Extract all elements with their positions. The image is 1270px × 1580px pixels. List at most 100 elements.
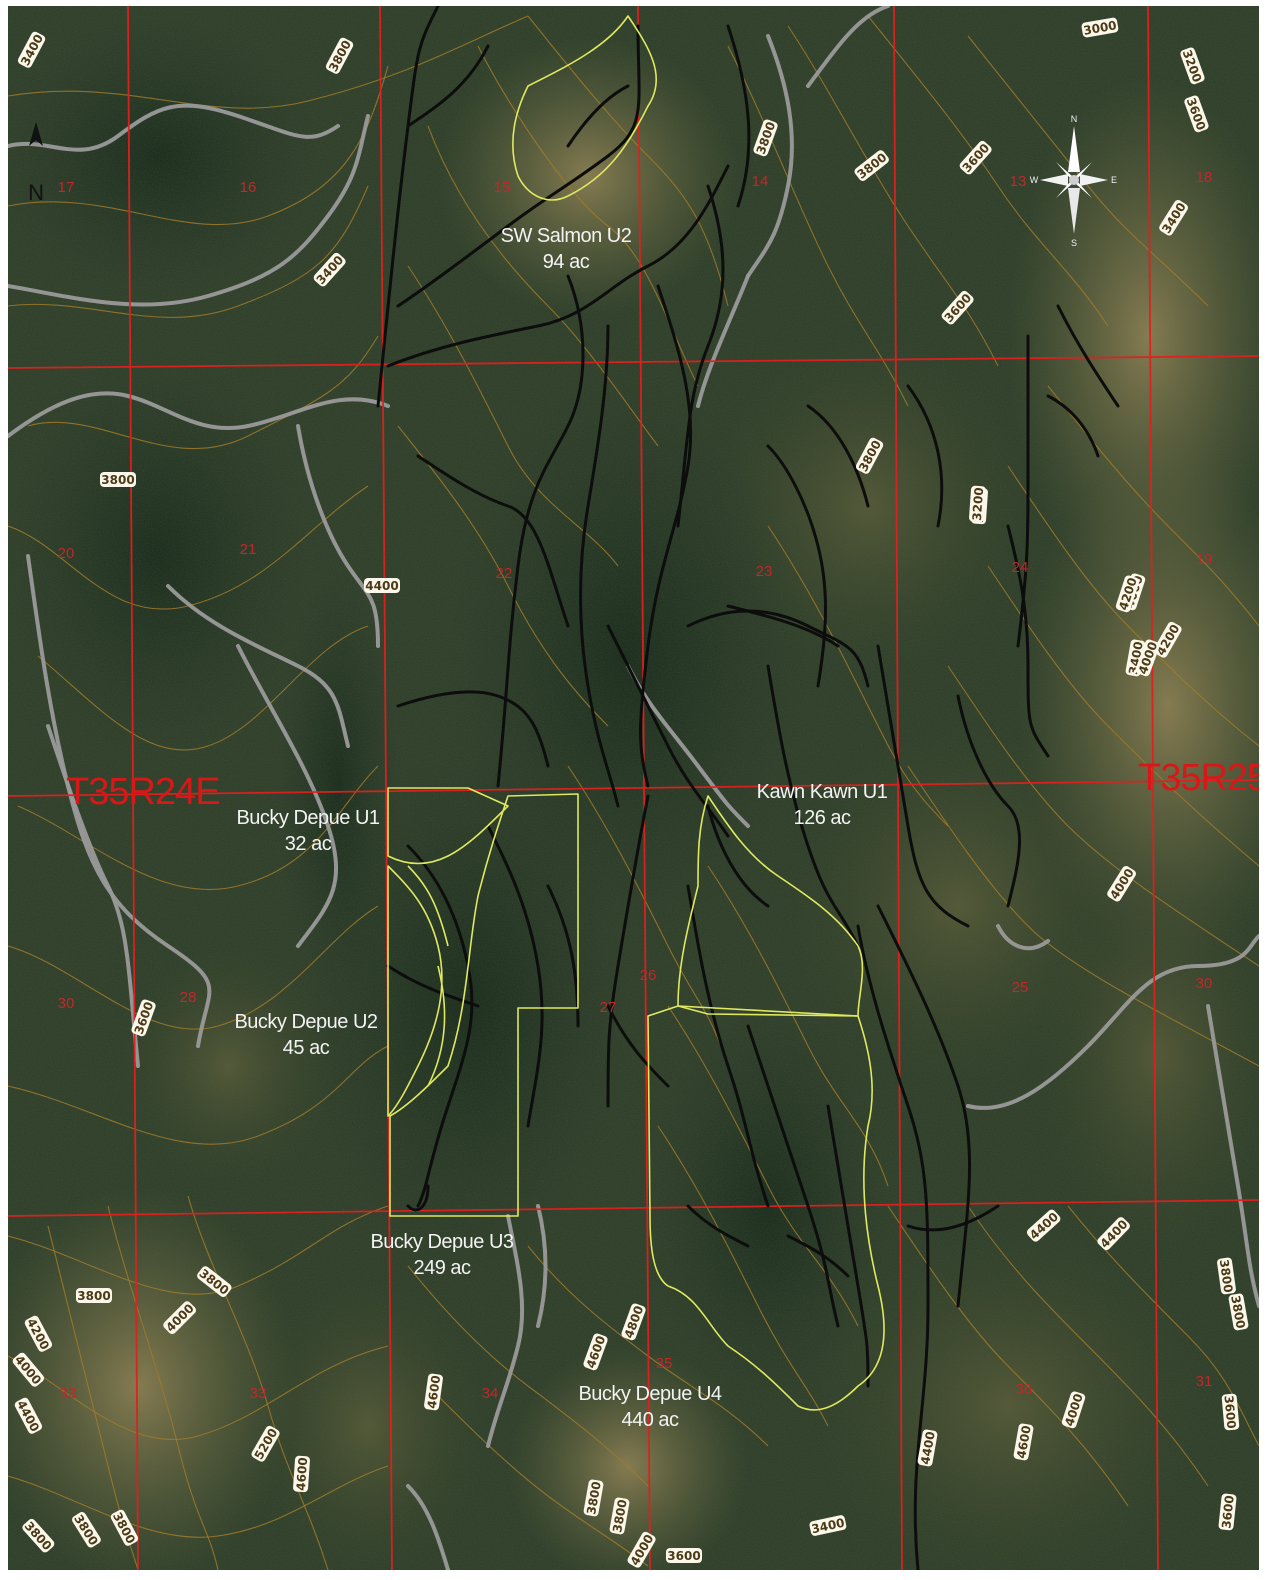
elevation-value: 3800 xyxy=(610,1498,630,1533)
svg-text:Bucky Depue U4: Bucky Depue U4 xyxy=(578,1383,721,1405)
elevation-label-bg xyxy=(251,1425,280,1462)
elevation-label-bg xyxy=(583,1479,604,1517)
section-grid xyxy=(8,6,1259,1570)
unit-label-sw-salmon-u2[interactable]: SW Salmon U2 94 ac xyxy=(501,225,633,273)
aerial-map[interactable]: T35R24E T35R25E SW Salmon U2 94 ac Kawn … xyxy=(8,6,1259,1570)
unit-boundary-bucky-depue-u1 xyxy=(387,787,509,865)
elevation-label: 3600 xyxy=(1218,1493,1237,1531)
section-number: 16 xyxy=(240,179,257,196)
elevation-label-bg xyxy=(17,31,46,68)
section-number: 30 xyxy=(58,995,75,1012)
section-number: 18 xyxy=(1196,169,1213,186)
elevation-value: 4600 xyxy=(1014,1424,1034,1459)
svg-text:249 ac: 249 ac xyxy=(413,1257,471,1279)
elevation-label-bg xyxy=(72,1512,101,1548)
elevation-label: 3600 xyxy=(1222,1393,1240,1431)
section-number: 31 xyxy=(1196,1373,1213,1390)
section-number: 22 xyxy=(496,565,513,582)
section-line xyxy=(8,1199,1259,1217)
svg-text:Bucky Depue U3: Bucky Depue U3 xyxy=(370,1231,513,1253)
elevation-label-bg xyxy=(583,1333,608,1371)
elevation-label-bg xyxy=(941,290,974,325)
elevation-value: 3600 xyxy=(667,1549,700,1563)
elevation-label-bg xyxy=(809,1515,847,1536)
elevation-value: 3000 xyxy=(1082,18,1117,38)
elevation-label-bg xyxy=(854,150,889,181)
compass-north-point xyxy=(1068,126,1080,172)
elevation-label-bg xyxy=(969,485,986,523)
elevation-value: 3600 xyxy=(1222,1395,1239,1429)
unit-boundary-bucky-depue-u3 xyxy=(389,793,579,1217)
elevation-label-bg xyxy=(609,1497,630,1535)
elevation-value: 4400 xyxy=(365,579,398,593)
elevation-value: 3800 xyxy=(1217,1258,1236,1293)
elevation-label: 3800 xyxy=(76,1288,112,1303)
elevation-label-bg xyxy=(325,37,354,74)
unit-label-kawn-kawn-u1[interactable]: Kawn Kawn U1 126 ac xyxy=(757,781,889,829)
elevation-label-bg xyxy=(313,252,346,287)
unit-boundary-bucky-depue-u4 xyxy=(647,1005,885,1411)
unit-label-bucky-depue-u2[interactable]: Bucky Depue U2 45 ac xyxy=(234,1011,378,1059)
elevation-label-bg xyxy=(1217,1257,1236,1295)
section-line xyxy=(893,6,903,1570)
section-number: 21 xyxy=(240,541,257,558)
compass-letter-n: N xyxy=(1071,114,1078,124)
elevation-value: 3800 xyxy=(1228,1294,1248,1329)
unit-boundary-sw-salmon-u2 xyxy=(512,15,658,201)
elevation-value: 3800 xyxy=(101,473,134,487)
elevation-label-bg xyxy=(621,1303,646,1341)
section-number: 14 xyxy=(752,173,769,190)
section-number: 34 xyxy=(482,1385,499,1402)
elevation-label-bg xyxy=(1061,1391,1086,1429)
unit-label-bucky-depue-u1[interactable]: Bucky Depue U1 32 ac xyxy=(236,807,380,855)
elevation-label-bg xyxy=(1159,200,1188,236)
elevation-label-bg xyxy=(76,1288,112,1303)
north-indicator-label: N xyxy=(28,180,44,205)
elevation-label-bg xyxy=(364,578,400,593)
compass-east-point xyxy=(1080,174,1108,186)
elevation-label: 3800 xyxy=(609,1497,630,1535)
section-number: 20 xyxy=(58,545,75,562)
elevation-label: 3800 xyxy=(583,1479,604,1517)
elevation-label-bg xyxy=(100,472,136,487)
section-number: 15 xyxy=(494,179,511,196)
unit-label-bucky-depue-u4[interactable]: Bucky Depue U4 440 ac xyxy=(578,1383,722,1431)
elevation-label-bg xyxy=(131,999,156,1037)
elevation-label-bg xyxy=(14,1397,43,1434)
elevation-label-bg xyxy=(1153,621,1182,658)
unit-labels: SW Salmon U2 94 ac Kawn Kawn U1 126 ac B… xyxy=(234,225,889,1431)
elevation-label-bg xyxy=(163,1301,197,1335)
elevation-label: 4400 xyxy=(917,1429,938,1467)
elevation-label-bg xyxy=(1107,866,1136,902)
svg-text:440 ac: 440 ac xyxy=(621,1409,679,1431)
elevation-label-bg xyxy=(424,1373,443,1411)
elevation-value: 3400 xyxy=(810,1516,846,1537)
elevation-label-bg xyxy=(666,1548,702,1563)
elevation-label-bg xyxy=(1097,1217,1130,1251)
elevation-label-bg xyxy=(22,1518,55,1553)
elevation-label-bg xyxy=(753,119,778,157)
svg-text:Bucky Depue U1: Bucky Depue U1 xyxy=(236,807,379,829)
elevation-label-bg xyxy=(293,1455,310,1493)
elevation-label-bg xyxy=(1218,1493,1237,1531)
elevation-label-bg xyxy=(1180,47,1205,85)
elevation-label-bg xyxy=(1081,17,1119,38)
unit-boundary-kawn-kawn-u1 xyxy=(677,795,864,1017)
elevation-label: 3200 xyxy=(969,485,986,523)
unit-label-bucky-depue-u3[interactable]: Bucky Depue U3 249 ac xyxy=(370,1231,514,1279)
township-label-west: T35R24E xyxy=(66,771,220,813)
section-number: 33 xyxy=(60,1385,77,1402)
elevation-label-bg xyxy=(627,1531,656,1568)
elevation-label-bg xyxy=(110,1509,139,1546)
compass-letter-s: S xyxy=(1071,238,1077,248)
roads xyxy=(8,6,1259,1570)
elevation-label: 4600 xyxy=(293,1455,310,1493)
elevation-label-bg xyxy=(917,1429,938,1467)
compass-letter-w: W xyxy=(1030,175,1039,185)
section-line xyxy=(8,779,1259,797)
unit-boundary-bucky-depue-u2 xyxy=(387,865,443,1117)
elevation-value: 3800 xyxy=(77,1289,110,1303)
elevation-label-bg xyxy=(1013,1423,1034,1461)
elevation-label-bg xyxy=(1115,575,1140,613)
